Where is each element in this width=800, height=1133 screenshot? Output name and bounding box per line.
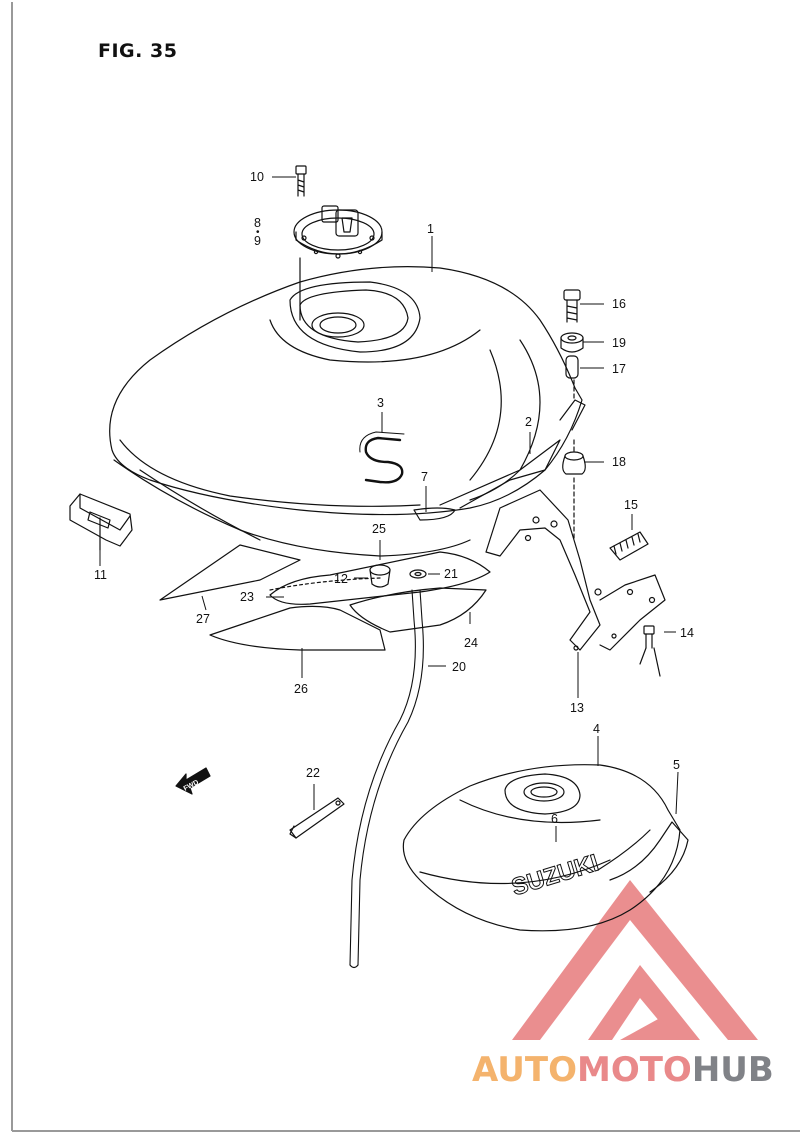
mount-collar [565,355,579,379]
fuel-cap [293,205,383,259]
callout-1: 1 [427,222,434,236]
fuel-tank-alternate [402,764,689,932]
callout-26: 26 [294,682,308,696]
grommet [369,564,391,588]
callout-25: 25 [372,522,386,536]
callout-27: 27 [196,612,210,626]
callout-7: 7 [421,470,428,484]
watermark-text-hub: HUB [691,1050,774,1090]
mount-rubber [562,451,586,475]
callout-16: 16 [612,297,626,311]
fuel-tank-main [109,266,586,557]
watermark-text: AUTOMOTOHUB [472,1050,774,1090]
callout-14: 14 [680,626,694,640]
callout-4: 4 [593,722,600,736]
watermark-text-moto: MOTO [576,1050,692,1090]
watermark-logo-triangle [512,880,758,1040]
callout-11: 11 [94,568,107,582]
mount-bolt [563,289,581,323]
cap-bolt [295,165,307,197]
callout-13: 13 [570,701,584,715]
side-clip [69,493,133,551]
tank-bracket [485,489,666,651]
callout-23: 23 [240,590,254,604]
callout-24: 24 [464,636,478,650]
callout-17: 17 [612,362,626,376]
fwd-arrow-icon [175,767,211,795]
callout-8: 8 [254,216,261,230]
callout-8-9-dot: • [256,227,260,238]
callout-9: 9 [254,234,261,248]
callout-15: 15 [624,498,638,512]
callout-leaders [99,176,679,842]
rubber-damper [609,531,649,561]
tank-decal-suzuki: SUZUKI [508,849,601,901]
callout-12: 12 [334,572,348,586]
callout-2: 2 [525,415,532,429]
callout-10: 10 [250,170,264,184]
callout-6: 6 [551,812,558,826]
callout-21: 21 [444,567,458,581]
callout-5: 5 [673,758,680,772]
tank-pads [159,544,491,651]
mount-cushion [560,332,584,353]
callout-20: 20 [452,660,466,674]
washer [409,569,427,579]
figure-title: FIG. 35 [98,40,178,62]
callout-19: 19 [612,336,626,350]
hose-clamp [289,797,345,839]
bracket-bolt [639,625,661,677]
callout-3: 3 [377,396,384,410]
drain-hose [349,589,416,966]
callout-22: 22 [306,766,320,780]
callout-18: 18 [612,455,626,469]
watermark-text-auto: AUTO [472,1050,577,1090]
